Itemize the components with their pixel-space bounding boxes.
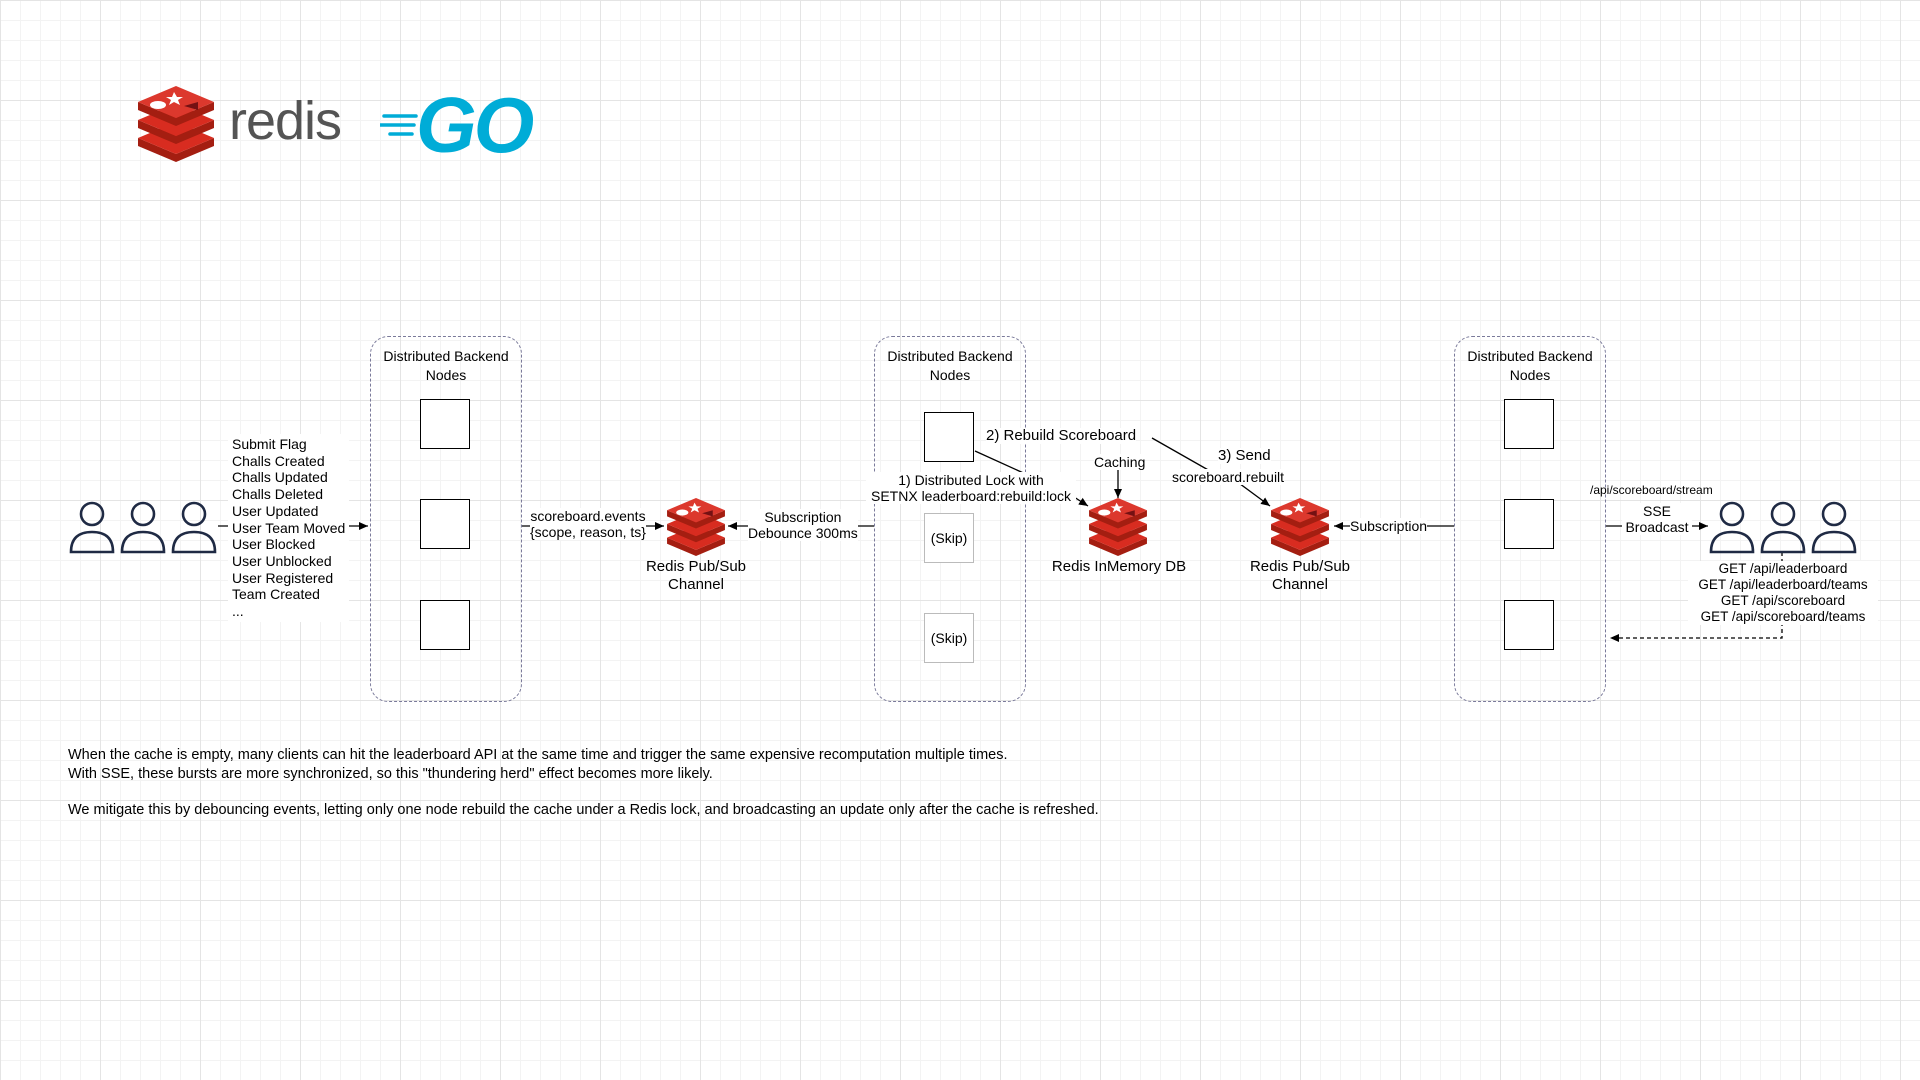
redis-inmemory-icon (1089, 498, 1147, 556)
backend-group-right: Distributed Backend Nodes (1454, 336, 1606, 702)
event-item: User Updated (232, 502, 319, 519)
scoreboard-events-label: scoreboard.events {scope, reason, ts} (530, 508, 646, 540)
sse-broadcast-label: SSE Broadcast (1622, 503, 1692, 535)
event-item: Team Created (232, 586, 320, 603)
event-item: ... (232, 603, 244, 620)
backend-node[interactable] (1504, 399, 1554, 449)
group-title: Distributed Backend Nodes (1467, 348, 1593, 383)
redis-logo: redis (134, 84, 364, 164)
backend-node[interactable] (420, 499, 470, 549)
distributed-lock-label: 1) Distributed Lock with SETNX leaderboa… (866, 472, 1076, 504)
skip-label: (Skip) (930, 630, 968, 646)
users-group-right (1709, 501, 1857, 554)
group-title: Distributed Backend Nodes (383, 348, 509, 383)
send-label: 3) Send (1218, 447, 1271, 464)
group-title: Distributed Backend Nodes (887, 348, 1013, 383)
subscription-label: Subscription (1350, 518, 1428, 534)
subscription-debounce-label: Subscription Debounce 300ms (748, 509, 858, 541)
note-line: When the cache is empty, many clients ca… (68, 747, 1008, 763)
user-icon (1709, 501, 1755, 554)
backend-node-skipped[interactable]: (Skip) (924, 613, 974, 663)
backend-group-left: Distributed Backend Nodes (370, 336, 522, 702)
event-item: Submit Flag (232, 436, 307, 452)
note-line: We mitigate this by debouncing events, l… (68, 802, 1099, 818)
user-icon (69, 501, 115, 554)
rebuild-scoreboard-label: 2) Rebuild Scoreboard (986, 427, 1137, 444)
stream-path-label: /api/scoreboard/stream (1590, 483, 1713, 497)
caching-label: Caching (1094, 454, 1146, 470)
users-group-left (69, 501, 217, 554)
backend-node[interactable] (1504, 499, 1554, 549)
skip-label: (Skip) (930, 530, 968, 546)
user-icon (120, 501, 166, 554)
go-logo: GO (380, 81, 534, 169)
redis-pubsub-right-icon (1271, 498, 1329, 556)
event-item: Challs Updated (232, 469, 328, 486)
redis-wordmark: redis (229, 91, 342, 151)
scoreboard-rebuilt-label: scoreboard.rebuilt (1172, 469, 1285, 485)
event-types-list: Submit Flag Challs Created Challs Update… (228, 434, 350, 622)
pubsub-right-label: Redis Pub/Sub Channel (1249, 558, 1351, 593)
backend-group-middle: Distributed Backend Nodes (874, 336, 1026, 702)
go-wordmark: GO (416, 81, 534, 169)
backend-node[interactable] (420, 399, 470, 449)
backend-node[interactable] (1504, 600, 1554, 650)
redis-cube-icon (138, 86, 214, 162)
pubsub-left-label: Redis Pub/Sub Channel (645, 558, 747, 593)
user-icon (1811, 501, 1857, 554)
event-item: User Unblocked (232, 552, 332, 569)
backend-node-skipped[interactable]: (Skip) (924, 513, 974, 563)
event-item: User Blocked (232, 536, 316, 553)
speed-lines-icon (380, 114, 418, 136)
backend-node-leader[interactable] (924, 412, 974, 462)
user-icon (171, 501, 217, 554)
event-item: User Team Moved (232, 519, 346, 537)
backend-node[interactable] (420, 600, 470, 650)
inmemory-label: Redis InMemory DB (1051, 558, 1187, 575)
redis-pubsub-left-icon (667, 498, 725, 556)
event-item: Challs Created (232, 452, 325, 469)
note-line: With SSE, these bursts are more synchron… (68, 766, 713, 782)
event-item: Challs Deleted (232, 486, 324, 503)
user-icon (1760, 501, 1806, 554)
event-item: User Registered (232, 569, 334, 586)
api-endpoints-label: GET /api/leaderboard GET /api/leaderboar… (1688, 561, 1878, 625)
